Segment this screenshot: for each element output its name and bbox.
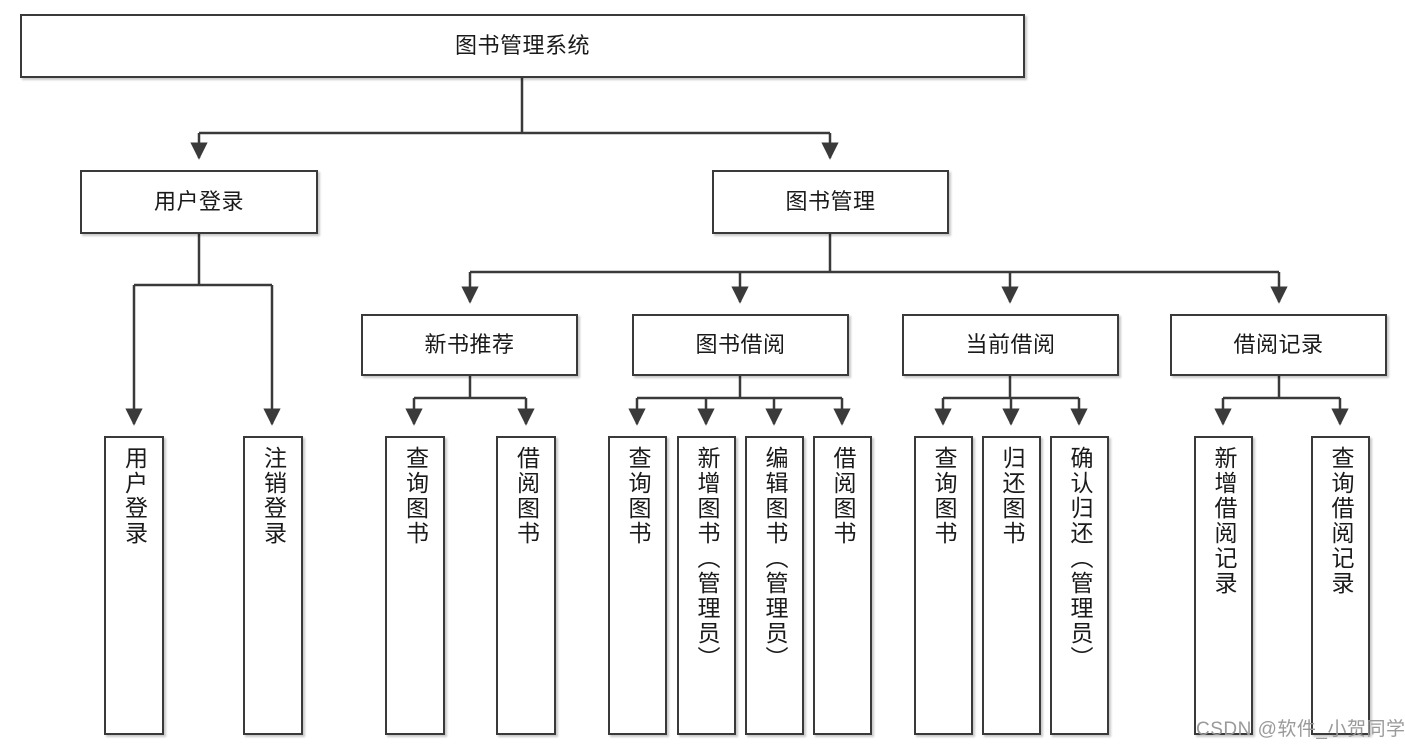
leaf-edit-book-admin[interactable]: 编辑图书（管理员） (745, 436, 804, 735)
leaf-query-book-3-label: 查询图书 (931, 446, 957, 546)
leaf-add-borrow-record-label: 新增借阅记录 (1211, 446, 1237, 596)
leaf-query-book-2-label: 查询图书 (625, 446, 651, 546)
leaf-query-book-3[interactable]: 查询图书 (914, 436, 973, 735)
leaf-query-book-1[interactable]: 查询图书 (385, 436, 445, 735)
leaf-confirm-return-admin-label: 确认归还（管理员） (1067, 446, 1093, 671)
leaf-borrow-book-1-label: 借阅图书 (513, 446, 540, 546)
leaf-borrow-book-2[interactable]: 借阅图书 (813, 436, 872, 735)
node-root-label: 图书管理系统 (454, 33, 590, 59)
node-root[interactable]: 图书管理系统 (20, 14, 1025, 78)
node-book-borrow[interactable]: 图书借阅 (632, 314, 849, 376)
leaf-add-book-admin-label: 新增图书（管理员） (694, 446, 720, 671)
leaf-confirm-return-admin[interactable]: 确认归还（管理员） (1050, 436, 1109, 735)
node-new-book-recommend[interactable]: 新书推荐 (361, 314, 578, 376)
watermark: CSDN @软件_小贺同学 (1196, 719, 1405, 740)
node-new-book-recommend-label: 新书推荐 (424, 332, 515, 358)
node-book-management[interactable]: 图书管理 (712, 170, 949, 234)
leaf-add-book-admin[interactable]: 新增图书（管理员） (677, 436, 736, 735)
leaf-logout-login[interactable]: 注销登录 (243, 436, 303, 735)
node-book-borrow-label: 图书借阅 (695, 332, 786, 358)
leaf-query-book-1-label: 查询图书 (402, 446, 429, 546)
leaf-return-book-label: 归还图书 (999, 446, 1025, 546)
leaf-edit-book-admin-label: 编辑图书（管理员） (762, 446, 788, 671)
node-current-borrow[interactable]: 当前借阅 (902, 314, 1119, 376)
node-user-login[interactable]: 用户登录 (80, 170, 318, 234)
node-borrow-record-label: 借阅记录 (1233, 332, 1324, 358)
leaf-query-borrow-record-label: 查询借阅记录 (1328, 446, 1354, 596)
leaf-query-book-2[interactable]: 查询图书 (608, 436, 667, 735)
leaf-borrow-book-1[interactable]: 借阅图书 (496, 436, 556, 735)
node-borrow-record[interactable]: 借阅记录 (1170, 314, 1387, 376)
leaf-borrow-book-2-label: 借阅图书 (830, 446, 856, 546)
leaf-user-login[interactable]: 用户登录 (104, 436, 164, 735)
leaf-query-borrow-record[interactable]: 查询借阅记录 (1311, 436, 1370, 735)
leaf-user-login-label: 用户登录 (121, 446, 148, 546)
node-book-management-label: 图书管理 (785, 189, 876, 215)
leaf-return-book[interactable]: 归还图书 (982, 436, 1041, 735)
leaf-logout-login-label: 注销登录 (260, 446, 287, 546)
node-user-login-label: 用户登录 (153, 189, 244, 215)
leaf-add-borrow-record[interactable]: 新增借阅记录 (1194, 436, 1253, 735)
node-current-borrow-label: 当前借阅 (965, 332, 1056, 358)
